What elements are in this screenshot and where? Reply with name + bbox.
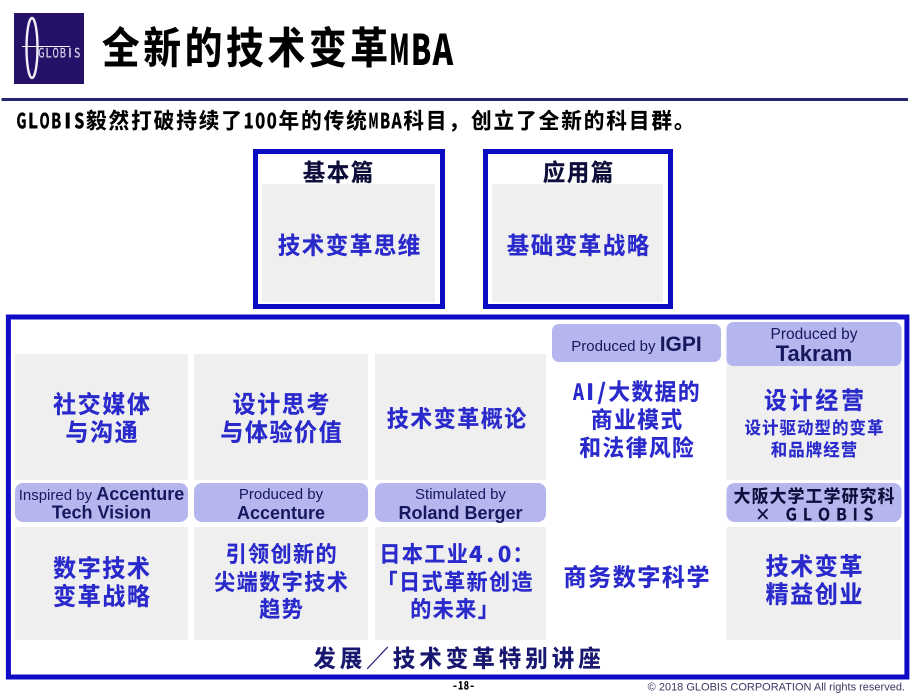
svg-text:Accenture: Accenture: [237, 503, 325, 523]
svg-text:Produced by: Produced by: [770, 326, 857, 343]
svg-text:Produced by IGPI: Produced by IGPI: [571, 333, 701, 356]
svg-text:Produced by: Produced by: [239, 486, 324, 503]
svg-text:Inspired by Accenture: Inspired by Accenture: [19, 484, 185, 504]
svg-text:Tech Vision: Tech Vision: [52, 503, 151, 523]
svg-text:Roland Berger: Roland Berger: [398, 503, 522, 523]
svg-text:© 2018 GLOBIS CORPORATION All: © 2018 GLOBIS CORPORATION All rights res…: [648, 682, 905, 694]
svg-text:Stimulated by: Stimulated by: [415, 486, 506, 503]
svg-text:Takram: Takram: [776, 341, 853, 366]
